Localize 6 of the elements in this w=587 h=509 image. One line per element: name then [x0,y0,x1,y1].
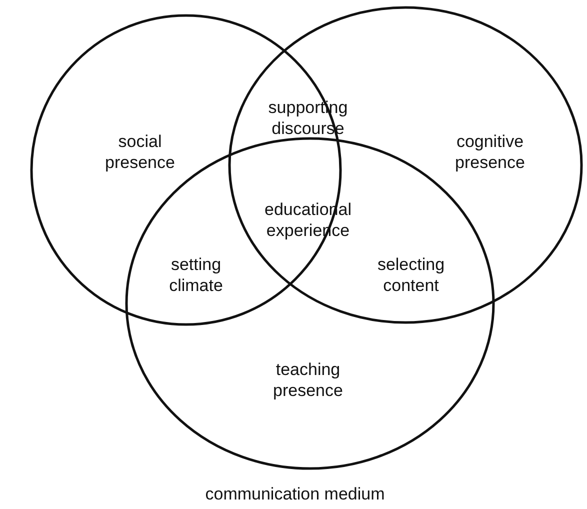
overlap-label: selecting content [376,254,446,296]
circle-label: cognitive presence [454,131,526,173]
circle-label: teaching presence [272,359,344,401]
caption: communication medium [205,484,385,504]
circle-label: social presence [104,131,176,173]
overlap-label: setting climate [168,254,224,296]
